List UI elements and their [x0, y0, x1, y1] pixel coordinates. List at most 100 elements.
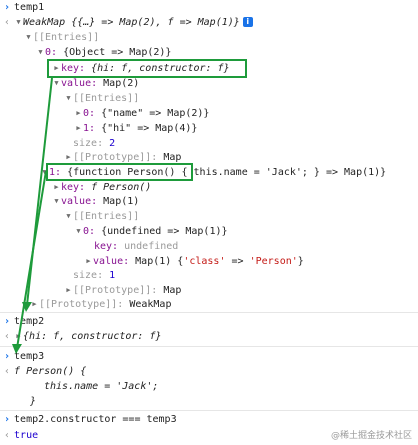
entries-row[interactable]: ▼[[Entries]] — [24, 30, 99, 45]
entry-text: {"hi" => Map(4)} — [101, 123, 198, 134]
prompt-chevron-icon: › — [4, 414, 11, 425]
entry-index: 0: — [83, 108, 96, 119]
map2-entry-0-row[interactable]: ▶0: {"name" => Map(2)} — [74, 106, 209, 121]
function-body-row: this.name = 'Jack'; — [44, 379, 158, 394]
info-icon[interactable]: i — [242, 17, 253, 27]
highlight-box-function — [46, 163, 193, 181]
value-label: value: — [61, 196, 98, 207]
size-label: size: — [73, 270, 104, 281]
value-label: value: — [61, 78, 98, 89]
function-signature: f Person() { — [14, 366, 87, 377]
value-arrow: => — [231, 256, 244, 267]
entry-summary: {Object => Map(2)} — [63, 47, 172, 58]
size-label: size: — [73, 138, 104, 149]
expand-triangle-icon[interactable]: ▶ — [54, 183, 59, 191]
entry-text: {undefined => Map(1)} — [101, 226, 228, 237]
expand-triangle-icon[interactable]: ▼ — [54, 79, 59, 87]
value-prefix: Map(1) { — [135, 256, 184, 267]
expand-triangle-icon[interactable]: ▼ — [66, 212, 71, 220]
entries-label: [[Entries]] — [73, 93, 140, 104]
expand-triangle-icon[interactable]: ▼ — [16, 18, 21, 26]
entry-1-row[interactable]: ▼1: {function Person() { this.name = 'Ja… — [40, 165, 386, 180]
expand-triangle-icon[interactable]: ▼ — [66, 94, 71, 102]
entry-highlight-text: {function Person() — [67, 167, 176, 178]
prompt-chevron-icon: › — [4, 2, 11, 13]
value-label: value: — [93, 256, 130, 267]
function-body: this.name = 'Jack'; — [44, 381, 159, 392]
command-text: temp3 — [14, 351, 45, 362]
value-key-string: 'class' — [183, 256, 226, 267]
command-text: temp2 — [14, 316, 45, 327]
entry-0-value-row[interactable]: ▼value: Map(2) — [52, 76, 139, 91]
map2-entry-1-row[interactable]: ▶1: {"hi" => Map(4)} — [74, 121, 197, 136]
entry-rest-text: { this.name = 'Jack'; } => Map(1)} — [181, 167, 387, 178]
function-end-row: } — [30, 394, 36, 409]
row-divider — [0, 346, 418, 347]
row-divider — [0, 312, 418, 313]
row-divider — [0, 410, 418, 411]
return-chevron-icon: ‹ — [4, 366, 11, 377]
value-summary: Map(1) — [103, 196, 140, 207]
key-label: key: — [94, 241, 119, 252]
arrow-to-temp2 — [26, 77, 53, 306]
highlight-box-key — [47, 59, 247, 78]
expand-triangle-icon[interactable]: ▶ — [32, 300, 37, 308]
value-summary: Map(2) — [103, 78, 140, 89]
entry-index: 1: — [49, 167, 62, 178]
key-value: f Person() — [91, 182, 152, 193]
entries-label: [[Entries]] — [33, 32, 100, 43]
entry-index: 0: — [83, 226, 96, 237]
expand-triangle-icon[interactable]: ▶ — [66, 286, 71, 294]
return-chevron-icon: ‹ — [4, 430, 11, 441]
expand-triangle-icon[interactable]: ▼ — [76, 227, 81, 235]
expand-triangle-icon[interactable]: ▶ — [76, 124, 81, 132]
map1-entry-0-row[interactable]: ▼0: {undefined => Map(1)} — [74, 224, 228, 239]
entry-index: 0: — [45, 47, 58, 58]
return-chevron-icon: ‹ — [4, 331, 11, 342]
arrowhead-temp3 — [12, 344, 22, 354]
result-text: {hi: f, constructor: f} — [23, 331, 162, 342]
key-label: key: — [61, 182, 86, 193]
console-input-row[interactable]: ›temp2.constructor === temp3 — [4, 412, 177, 427]
prototype-value: WeakMap — [129, 299, 172, 310]
entry-0-key-row[interactable]: ▶key: {hi: f, constructor: f} — [52, 61, 230, 76]
entries-label: [[Entries]] — [73, 211, 140, 222]
function-close: } — [30, 396, 37, 407]
expand-triangle-icon[interactable]: ▼ — [42, 168, 47, 176]
expand-triangle-icon[interactable]: ▼ — [38, 48, 43, 56]
watermark: @稀土掘金技术社区 — [330, 431, 412, 441]
expand-triangle-icon[interactable]: ▶ — [76, 109, 81, 117]
key-value: undefined — [124, 241, 179, 252]
entry-0-row[interactable]: ▼0: {Object => Map(2)} — [36, 45, 171, 60]
weakmap-prototype-row[interactable]: ▶[[Prototype]]: WeakMap — [30, 297, 171, 312]
value-val-string: 'Person' — [249, 256, 298, 267]
key-value: {hi: f, constructor: f} — [91, 63, 230, 74]
map1-prototype-row[interactable]: ▶[[Prototype]]: Map — [64, 283, 181, 298]
map1-entries-row[interactable]: ▼[[Entries]] — [64, 209, 139, 224]
expand-triangle-icon[interactable]: ▼ — [54, 197, 59, 205]
result-row[interactable]: ‹true — [4, 428, 38, 443]
prototype-value: Map — [163, 152, 182, 163]
entry-1-key-row[interactable]: ▶key: f Person() — [52, 180, 151, 195]
console-input-row[interactable]: ›temp1 — [4, 0, 44, 15]
result-row[interactable]: ‹f Person() { — [4, 364, 86, 379]
expand-triangle-icon[interactable]: ▶ — [54, 64, 59, 72]
entry-1-value-row[interactable]: ▼value: Map(1) — [52, 194, 139, 209]
map2-entries-row[interactable]: ▼[[Entries]] — [64, 91, 139, 106]
expand-triangle-icon[interactable]: ▶ — [66, 153, 71, 161]
entry-index: 1: — [83, 123, 96, 134]
expand-triangle-icon[interactable]: ▶ — [86, 257, 91, 265]
expand-triangle-icon[interactable]: ▼ — [26, 33, 31, 41]
console-input-row[interactable]: ›temp3 — [4, 349, 44, 364]
result-row[interactable]: ‹▼WeakMap {{…} => Map(2), f => Map(1)}i — [4, 15, 253, 30]
arrow-to-temp3 — [16, 170, 47, 349]
weakmap-summary: WeakMap {{…} => Map(2), f => Map(1)} — [23, 17, 240, 28]
prototype-label: [[Prototype]]: — [39, 299, 124, 310]
console-input-row[interactable]: ›temp2 — [4, 314, 44, 329]
map1-value-row[interactable]: ▶value: Map(1) {'class' => 'Person'} — [84, 254, 303, 269]
arrowhead-temp2 — [22, 302, 32, 312]
prompt-chevron-icon: › — [4, 351, 11, 362]
result-boolean: true — [14, 430, 39, 441]
map2-prototype-row[interactable]: ▶[[Prototype]]: Map — [64, 150, 181, 165]
